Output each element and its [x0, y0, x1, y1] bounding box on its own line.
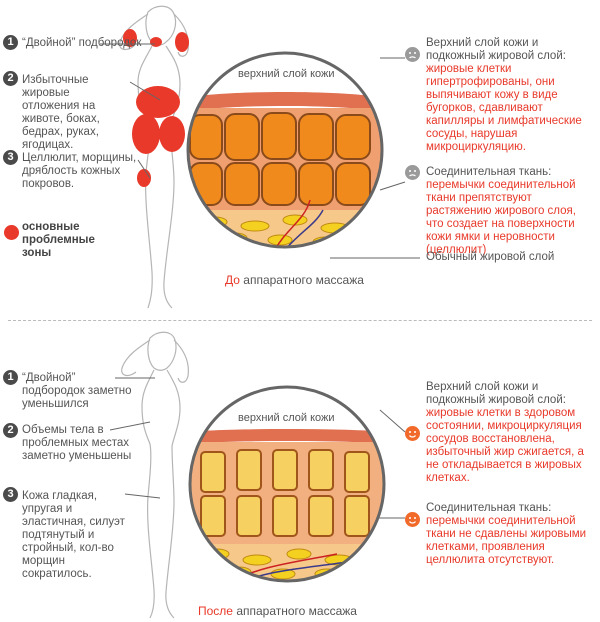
point-number-2: 2: [3, 423, 18, 438]
skin-diagram-before: [186, 51, 384, 249]
right-block-2-desc: перемычки соединительной ткани препятств…: [426, 179, 576, 256]
sad-face-icon: [405, 47, 420, 62]
leader-lines-before: [100, 43, 420, 259]
normal-fat-layer-label: Обычный жировой слой: [426, 251, 555, 263]
point-number-3: 3: [3, 487, 18, 502]
caption-highlight-after: После: [198, 604, 233, 618]
section-divider: [8, 320, 592, 321]
caption-before: До аппаратного массажа: [225, 273, 364, 287]
problem-zone-legend-dot: [4, 225, 19, 240]
point-number-2: 2: [3, 71, 18, 86]
legend-text: основные проблемные зоны: [22, 221, 95, 259]
point-text-cellulite: Целлюлит, морщины, дряблость кожных покр…: [22, 152, 137, 190]
right-block-1-title-after: Верхний слой кожи и подкожный жировой сл…: [426, 381, 566, 406]
happy-face-icon: [405, 426, 420, 441]
right-block-2-title: Соединительная ткань:: [426, 166, 552, 178]
skin-diagram-after: [188, 385, 386, 583]
point-text-double-chin: “Двойной” подбородок: [22, 37, 142, 49]
sad-face-icon: [405, 165, 420, 180]
point-text-skin-after: Кожа гладкая, упругая и эластичная, силу…: [22, 490, 125, 580]
diagram-label-upper-skin-before: верхний слой кожи: [238, 68, 335, 80]
point-text-double-chin-after: “Двойной” подбородок заметно уменьшился: [22, 372, 132, 410]
woman-figure-after: [121, 331, 189, 619]
diagram-label-upper-skin-after: верхний слой кожи: [238, 412, 335, 424]
caption-after: После аппаратного массажа: [198, 604, 357, 618]
caption-rest-after: аппаратного массажа: [232, 604, 357, 618]
caption-highlight-before: До: [225, 273, 240, 287]
point-text-fat-deposits: Избыточные жировые отложения на животе, …: [22, 74, 100, 151]
point-number-1: 1: [3, 35, 18, 50]
right-block-2-desc-after: перемычки соединительной ткани не сдавле…: [426, 515, 587, 566]
caption-rest-before: аппаратного массажа: [239, 273, 364, 287]
leader-lines-after: [109, 377, 406, 519]
right-block-1-desc: жировые клетки гипертрофированы, они вып…: [426, 63, 582, 153]
right-block-2-title-after: Соединительная ткань:: [426, 502, 552, 514]
right-block-1-desc-after: жировые клетки в здоровом состоянии, мик…: [426, 407, 584, 484]
happy-face-icon: [405, 512, 420, 527]
point-number-3: 3: [3, 150, 18, 165]
woman-figure-before: [119, 5, 189, 309]
right-block-1-title: Верхний слой кожи и подкожный жировой сл…: [426, 37, 566, 62]
point-number-1: 1: [3, 370, 18, 385]
point-text-volumes-after: Объемы тела в проблемных местах заметно …: [22, 424, 132, 462]
